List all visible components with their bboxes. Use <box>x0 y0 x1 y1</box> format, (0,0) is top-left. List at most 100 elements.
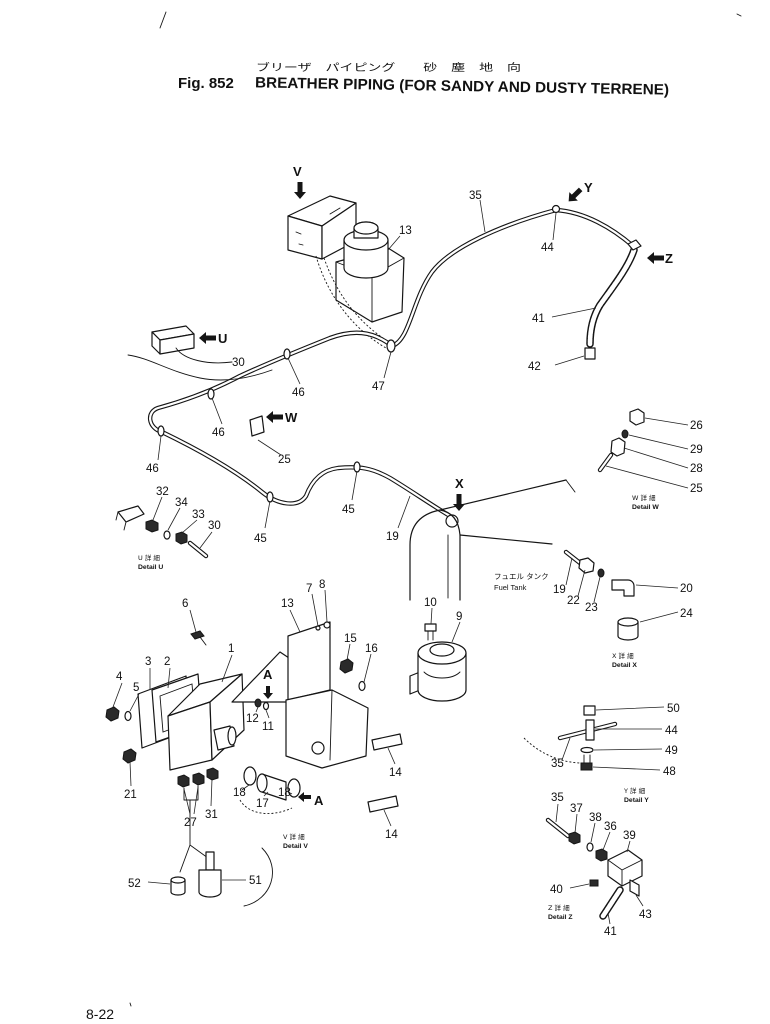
plate-14 <box>371 733 403 751</box>
title-japanese: ブリーザ パイピング 砂 塵 地 向 <box>256 61 521 74</box>
plate-14 <box>367 795 399 813</box>
view-arrow-u-icon <box>199 332 216 344</box>
leader-lines <box>112 199 689 925</box>
bracket-13-upper-plate <box>287 621 331 701</box>
callout: 25 <box>278 454 291 466</box>
callout: 14 <box>389 767 402 779</box>
callout: 49 <box>665 745 678 757</box>
callout: 19 <box>553 584 566 596</box>
view-label-u: U <box>218 331 227 346</box>
callout: 18 <box>233 787 246 799</box>
detail-v: 6 7 8 13 15 16 3 2 1 4 5 12 11 14 14 21 … <box>116 579 402 890</box>
callout: 46 <box>212 427 225 439</box>
page-number: 8-22 <box>86 1006 114 1022</box>
detail-caption-en: Detail V <box>283 843 308 850</box>
view-arrow-w-icon <box>266 411 283 423</box>
callout: 14 <box>385 829 398 841</box>
housing-detail-lines <box>295 207 341 246</box>
part-24 <box>617 621 639 641</box>
part-52 <box>170 879 186 896</box>
callout: 35 <box>551 758 564 770</box>
fitting-42 <box>584 347 596 360</box>
callout: 33 <box>192 509 205 521</box>
callouts-main: 13 35 44 41 42 30 46 47 46 25 46 45 45 1… <box>146 190 554 623</box>
part-37 <box>568 831 581 845</box>
bolt-21 <box>122 748 137 764</box>
callout: 47 <box>372 381 385 393</box>
section-label-a-lower: A <box>314 793 324 808</box>
clamp-44 <box>585 719 595 741</box>
clamp-18 <box>287 778 301 798</box>
callout: 16 <box>365 643 378 655</box>
callout: 3 <box>145 656 151 668</box>
callout: 31 <box>205 809 218 821</box>
callout: 6 <box>182 598 188 610</box>
part-8 <box>323 621 331 629</box>
callout: 2 <box>164 656 170 668</box>
clamp-45 <box>266 491 274 503</box>
detail-x-parts <box>563 549 639 641</box>
washer-49 <box>580 746 594 754</box>
clamp-46 <box>283 348 291 360</box>
fuel-tank: フュエル タンク Fuel Tank <box>409 479 576 601</box>
callout: 39 <box>623 830 636 842</box>
bolt-48 <box>580 762 593 771</box>
detail-w: 26 29 28 25 W 詳 細 Detail W <box>632 420 703 511</box>
hose-41 <box>586 246 638 348</box>
detail-caption-en: Detail X <box>612 662 637 669</box>
callout: 5 <box>133 682 139 694</box>
breather-w-part <box>249 415 265 437</box>
part-38 <box>586 842 594 852</box>
part-29 <box>621 429 629 439</box>
cable-30 <box>127 354 273 381</box>
callout: 43 <box>639 909 652 921</box>
view-label-w: W <box>285 410 298 425</box>
callout: 18 <box>278 787 291 799</box>
hose-fitting-upper <box>627 239 642 251</box>
section-arrow-a-upper-icon <box>263 686 273 699</box>
callout: 26 <box>690 420 703 432</box>
callout: 35 <box>469 190 482 202</box>
part-7 <box>315 625 321 631</box>
detail-caption-jp: W 詳 細 <box>632 493 656 502</box>
callout: 24 <box>680 608 693 620</box>
view-label-y: Y <box>584 180 593 195</box>
section-arrow-a-lower-icon <box>298 792 311 802</box>
detail-y-parts <box>523 705 618 771</box>
callout: 27 <box>184 817 197 829</box>
callout: 9 <box>456 611 462 623</box>
clamp-44 <box>551 204 561 214</box>
part-11 <box>262 701 270 711</box>
detail-caption-en: Detail Y <box>624 797 649 804</box>
bolt-6 <box>190 630 205 640</box>
elbow-43 <box>629 879 640 897</box>
part-22 <box>578 557 595 574</box>
callout: 40 <box>550 884 563 896</box>
view-arrow-z-icon <box>647 252 664 264</box>
bolt-4 <box>105 706 120 722</box>
callout: 12 <box>246 713 259 725</box>
callout: 44 <box>665 725 678 737</box>
clamp-47 <box>386 339 396 353</box>
callout: 34 <box>175 497 188 509</box>
callout: 32 <box>156 486 169 498</box>
detail-x: 19 22 23 20 24 X 詳 細 Detail X <box>553 583 693 669</box>
callout: 48 <box>663 766 676 778</box>
callout: 8 <box>319 579 325 591</box>
part-50 <box>583 705 596 716</box>
callout: 44 <box>541 242 554 254</box>
callout: 37 <box>570 803 583 815</box>
callout: 7 <box>306 583 312 595</box>
bolt-15 <box>339 658 354 674</box>
callout: 35 <box>551 792 564 804</box>
clamp-45 <box>353 461 361 473</box>
callout: 4 <box>116 671 123 683</box>
detail-v-parts <box>105 621 403 907</box>
callout: 1 <box>228 643 234 655</box>
stray-mark <box>159 11 167 29</box>
figure-header: ブリーザ パイピング 砂 塵 地 向 Fig. 852 BREATHER PIP… <box>178 61 669 99</box>
pipe-35 <box>389 207 636 349</box>
hose-bundle-hidden <box>323 257 393 345</box>
figure-title: BREATHER PIPING (FOR SANDY AND DUSTY TER… <box>255 74 669 98</box>
